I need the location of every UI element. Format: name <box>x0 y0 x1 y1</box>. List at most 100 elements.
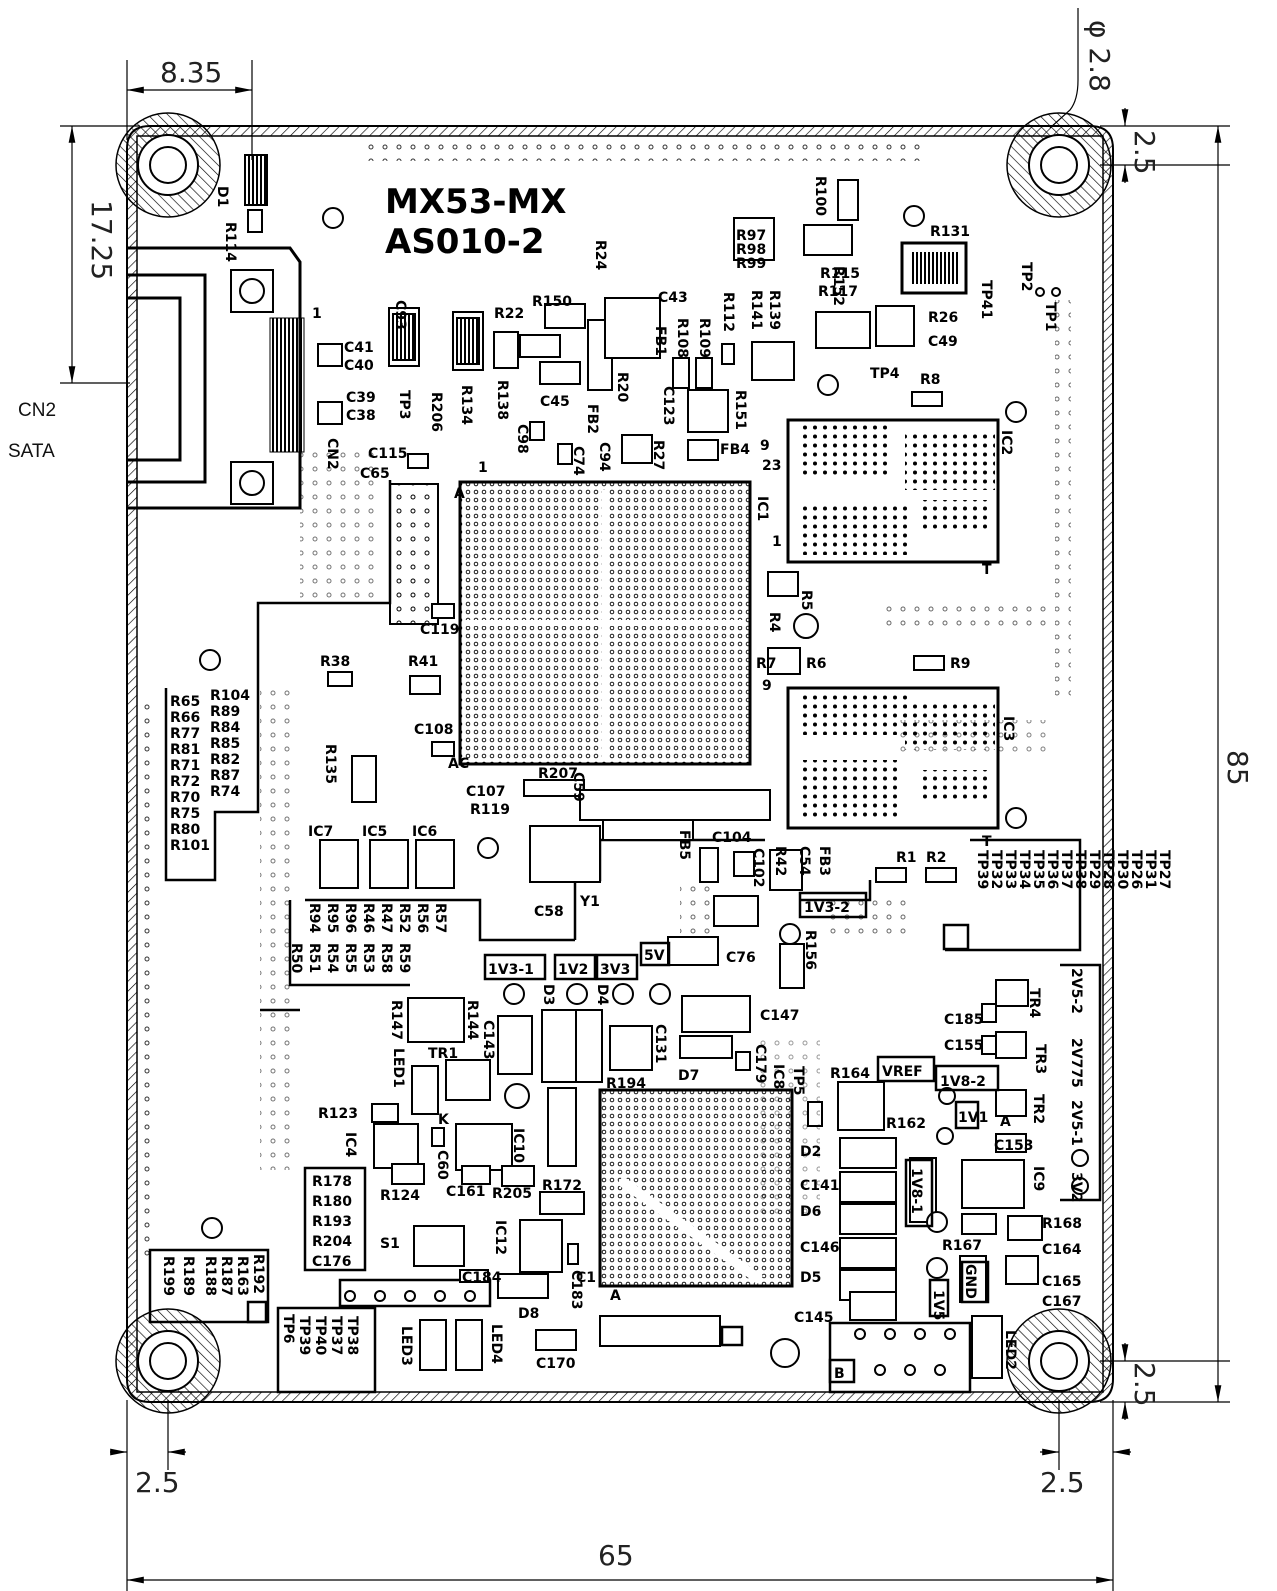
silk-label-c40: C40 <box>344 358 374 374</box>
silk-label-r204: R204 <box>312 1234 352 1250</box>
silk-label-r114: R114 <box>222 222 238 262</box>
silk-label-r41: R41 <box>408 654 438 670</box>
silk-label-ic2: IC2 <box>998 430 1014 455</box>
pin-marker-12: A <box>610 1288 621 1304</box>
silk-label-r138: R138 <box>494 380 510 420</box>
tp-right-label-5: TP36 <box>1044 850 1060 889</box>
left-col-a-label-0: R65 <box>170 694 200 710</box>
pin-marker-13: B <box>834 1366 845 1382</box>
silk-label-c93: C93 <box>392 300 408 330</box>
tp-bottom-label-0: TP39 <box>296 1316 312 1355</box>
silk-label-ic6: IC6 <box>412 824 437 840</box>
silk-label-r152: R152 <box>830 266 846 306</box>
silk-label-c115: C115 <box>368 446 408 462</box>
silk-label-c119: C119 <box>420 622 460 638</box>
silk-label-r112: R112 <box>720 292 736 332</box>
silk-label-fb2: FB2 <box>584 404 600 434</box>
tp-right-label-13: TP27 <box>1156 850 1172 889</box>
resistor-row1-label-3: R46 <box>360 903 376 933</box>
silk-label-c65: C65 <box>360 466 390 482</box>
silk-label-r193: R193 <box>312 1214 352 1230</box>
r131-inductor <box>900 241 968 295</box>
silk-label-c45: C45 <box>540 394 570 410</box>
left-col-b-label-2: R84 <box>210 720 241 736</box>
silk-label-c94: C94 <box>596 442 612 472</box>
silk-label-c58: C58 <box>534 904 564 920</box>
silk-label-c38: C38 <box>346 408 376 424</box>
silk-label-c183: C183 <box>568 1270 584 1310</box>
board-name-line1: MX53-MX <box>385 182 567 222</box>
silk-label-c108: C108 <box>414 722 454 738</box>
silk-label-r38: R38 <box>320 654 350 670</box>
silk-label-r167: R167 <box>942 1238 982 1254</box>
silk-label-r147: R147 <box>388 1000 404 1040</box>
ic1-bga <box>458 480 752 766</box>
left-col-b-label-4: R82 <box>210 752 240 768</box>
silk-label-tp3: TP3 <box>396 390 412 420</box>
left-col-b-label-0: R104 <box>210 688 250 704</box>
test-points <box>199 205 1089 1376</box>
silk-label-c145: C145 <box>794 1310 834 1326</box>
pin-marker-4: 9 <box>760 438 770 454</box>
pin-marker-0: 1 <box>478 460 488 476</box>
silk-label-1v2: 1V2 <box>558 962 588 978</box>
silk-label-tp41: TP41 <box>978 280 994 319</box>
silk-label-tr4: TR4 <box>1026 988 1042 1018</box>
silk-label-tp4_: TP4 <box>870 366 900 382</box>
tp-right-label-12: TP31 <box>1142 850 1158 889</box>
pin-marker-11: A <box>1000 1114 1011 1130</box>
silk-label-1v3-1: 1V3-1 <box>488 962 534 978</box>
silk-label-r164: R164 <box>830 1066 870 1082</box>
left-col-a-label-8: R80 <box>170 822 201 838</box>
resistor-row1-label-5: R52 <box>396 903 412 933</box>
silk-label-r150: R150 <box>532 294 572 310</box>
silk-label-c165: C165 <box>1042 1274 1082 1290</box>
silk-label-r134: R134 <box>458 385 474 425</box>
silk-label-r109: R109 <box>696 318 712 358</box>
silk-label-fb4: FB4 <box>720 442 750 458</box>
tp-right-label-8: TP29 <box>1086 850 1102 889</box>
silk-label-d5: D5 <box>800 1270 821 1286</box>
silk-label-d6: D6 <box>800 1204 821 1220</box>
silk-label-r207: R207 <box>538 766 578 782</box>
dim-board-width: 65 <box>598 1539 634 1572</box>
left-col-a-label-4: R71 <box>170 758 200 774</box>
silk-label-d2: D2 <box>800 1144 821 1160</box>
silk-label-c176: C176 <box>312 1254 352 1270</box>
pin-marker-2: 1 <box>772 534 782 550</box>
silk-label-c179: C179 <box>752 1044 768 1084</box>
silk-label-r2: R2 <box>926 850 947 866</box>
silk-label-led1: LED1 <box>390 1048 406 1088</box>
silk-label-c153: C153 <box>994 1138 1034 1154</box>
resistor-row2-label-0: R50 <box>288 943 304 974</box>
silk-label-r192: R192 <box>250 1254 266 1294</box>
silk-label-r172: R172 <box>542 1178 582 1194</box>
silk-label-y1: Y1 <box>579 894 600 910</box>
rail-label-boxes <box>246 891 1000 1384</box>
resistor-row1-label-7: R57 <box>432 903 448 933</box>
tp-right-label-3: TP34 <box>1016 850 1032 890</box>
silk-label-r123: R123 <box>318 1106 358 1122</box>
silk-label-c59: C59 <box>570 772 586 802</box>
silk-label-r199: R199 <box>160 1256 176 1296</box>
left-col-b-label-6: R74 <box>210 784 241 800</box>
silk-label-1v8-1: 1V8-1 <box>908 1168 924 1214</box>
pin-marker-5: 23 <box>762 458 781 474</box>
dim-hole-offset-top: 2.5 <box>1128 130 1161 175</box>
silk-label-r8: R8 <box>920 372 941 388</box>
tp-right-label-7: TP38 <box>1072 850 1088 889</box>
silk-label-r98: R98 <box>736 242 766 258</box>
silk-label-fb5: FB5 <box>676 830 692 860</box>
silk-label-tr2: TR2 <box>1030 1094 1046 1124</box>
resistor-row2-label-2: R54 <box>324 943 340 974</box>
silk-label-tp5: TP5 <box>790 1066 806 1096</box>
pin-marker-10: K <box>438 1112 450 1128</box>
silk-label-tp2: TP2 <box>1018 262 1034 292</box>
silk-label-r188: R188 <box>202 1256 218 1296</box>
silk-label-ic1: IC1 <box>754 496 770 521</box>
resistor-row2-label-6: R59 <box>396 943 412 973</box>
silk-label-led3: LED3 <box>398 1326 414 1366</box>
silk-label-r189: R189 <box>180 1256 196 1296</box>
silk-label-r4: R4 <box>766 612 782 633</box>
